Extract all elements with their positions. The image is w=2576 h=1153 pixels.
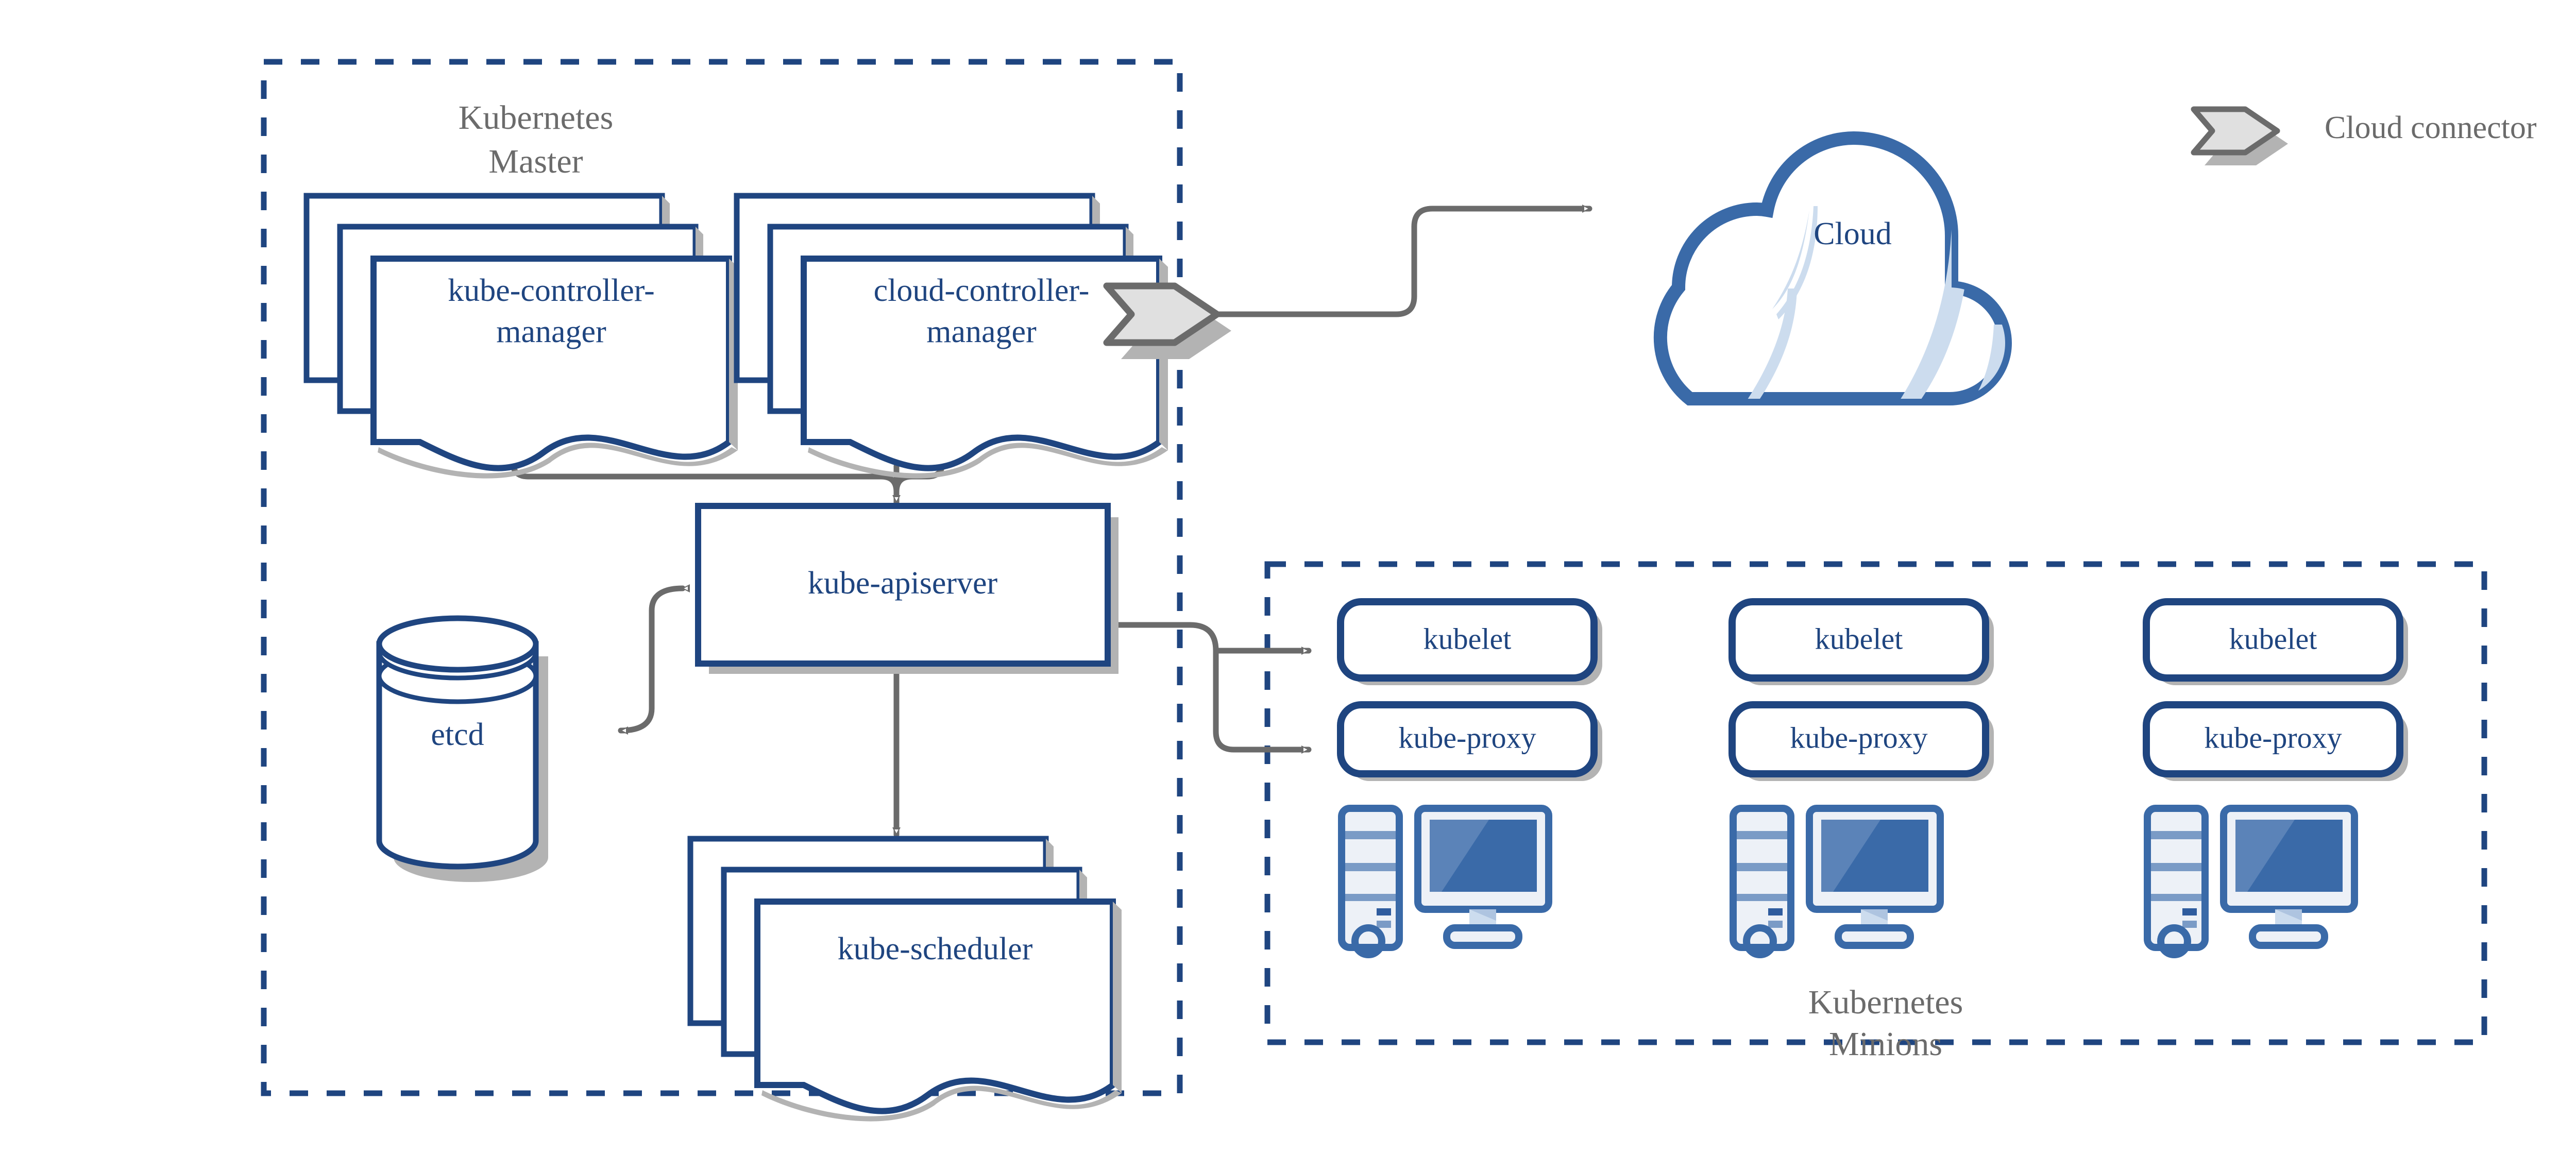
svg-text:Kubernetes: Kubernetes: [1808, 984, 1963, 1021]
legend-chevron-icon: [2191, 106, 2288, 165]
minion-column-3: kubelet kube-proxy: [2143, 598, 2408, 958]
node-kube-proxy-1[interactable]: kube-proxy: [1337, 701, 1602, 781]
doc-sheet-front: [370, 256, 732, 471]
minion-column-1: kubelet kube-proxy: [1337, 598, 1602, 958]
computer-icon-2: [1730, 805, 1944, 958]
edge-apiserver-etcd: [618, 584, 690, 735]
kubelet-label: kubelet: [1815, 622, 1903, 655]
kubelet-label: kubelet: [1423, 622, 1512, 655]
minion-column-2: kubelet kube-proxy: [1728, 598, 1994, 958]
cloud-connector-icon[interactable]: [1103, 282, 1231, 359]
node-etcd[interactable]: etcd: [376, 615, 548, 882]
doc-sheet-front: [754, 898, 1116, 1114]
legend-label: Cloud connector: [2325, 110, 2537, 145]
minions-group-label: Kubernetes Minions: [1808, 984, 1963, 1063]
scheduler-label: kube-scheduler: [838, 931, 1033, 967]
edge-trunk-kubeproxy: [1213, 667, 1312, 754]
node-cloud[interactable]: Cloud: [1653, 131, 2012, 418]
master-group-label: Kubernetes Master: [459, 99, 614, 180]
kcm-label-line2: manager: [496, 314, 606, 349]
svg-text:Kubernetes: Kubernetes: [459, 99, 614, 137]
kube-proxy-label: kube-proxy: [1398, 721, 1536, 754]
kube-proxy-label: kube-proxy: [1790, 721, 1927, 754]
node-kube-proxy-2[interactable]: kube-proxy: [1728, 701, 1994, 781]
node-kube-controller-manager[interactable]: kube-controller- manager: [303, 193, 738, 479]
svg-text:Minions: Minions: [1829, 1025, 1942, 1063]
kubelet-label: kubelet: [2229, 622, 2317, 655]
edge-ccm-cloud: [1213, 205, 1592, 317]
node-kube-proxy-3[interactable]: kube-proxy: [2143, 701, 2408, 781]
node-kubelet-3[interactable]: kubelet: [2143, 598, 2408, 685]
svg-text:Master: Master: [488, 143, 583, 180]
computer-icon-1: [1338, 805, 1552, 958]
doc-sheet-front: [801, 256, 1162, 471]
ccm-label-line2: manager: [926, 314, 1037, 349]
ccm-label-line1: cloud-controller-: [874, 273, 1090, 308]
minions-group-box: [1264, 561, 2487, 1045]
node-kube-apiserver[interactable]: kube-apiserver: [695, 503, 1118, 674]
apiserver-label: kube-apiserver: [808, 566, 998, 601]
node-kube-scheduler[interactable]: kube-scheduler: [687, 836, 1122, 1122]
etcd-label: etcd: [431, 717, 484, 752]
cloud-label: Cloud: [1814, 216, 1892, 251]
node-kubelet-2[interactable]: kubelet: [1728, 598, 1994, 685]
etcd-top: [376, 615, 539, 673]
node-kubelet-1[interactable]: kubelet: [1337, 598, 1602, 685]
master-group-box: [261, 59, 1183, 1096]
kcm-label-line1: kube-controller-: [448, 273, 655, 308]
node-cloud-controller-manager[interactable]: cloud-controller- manager: [734, 193, 1168, 479]
computer-icon-3: [2144, 805, 2358, 958]
cloud-accents: [1742, 206, 2006, 399]
apiserver-shape: [695, 503, 1111, 667]
edge-apiserver-minion-trunk: [1106, 621, 1219, 724]
edge-trunk-kubelet: [1213, 647, 1312, 668]
legend-cloud-connector: Cloud connector: [2191, 106, 2537, 165]
cloud-shape: [1653, 131, 2012, 405]
kube-proxy-label: kube-proxy: [2204, 721, 2342, 754]
